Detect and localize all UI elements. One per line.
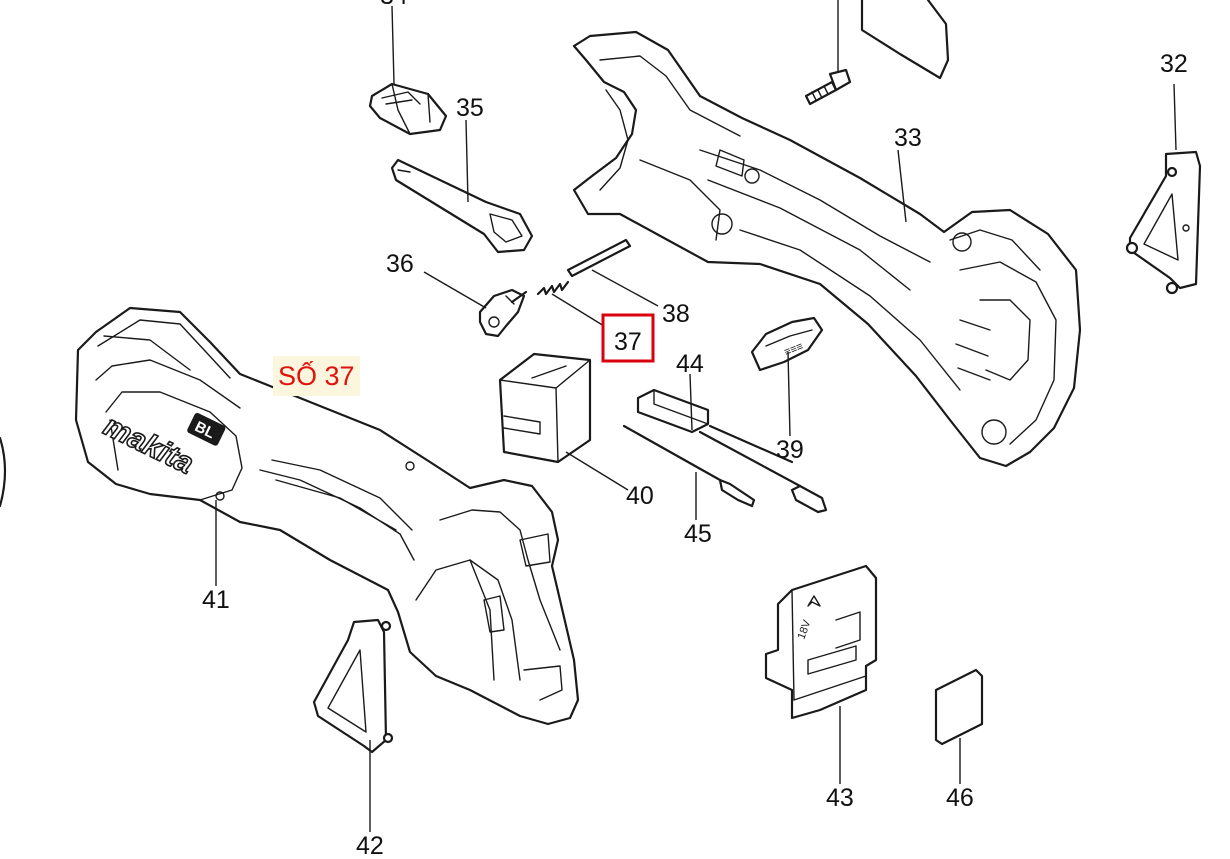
part-35-slide-lever [390, 158, 534, 254]
part-41-left-housing: makita BL [74, 306, 580, 726]
callout-41: 41 [202, 586, 230, 614]
callout-39: 39 [776, 436, 804, 464]
callout-44: 44 [676, 350, 704, 378]
part-number-note: SỐ 37 [273, 356, 360, 396]
part-43-terminal-holder: 18V [764, 564, 878, 720]
part-33-right-housing [572, 30, 1082, 468]
part-36-latch [478, 288, 528, 338]
callout-33: 33 [894, 124, 922, 152]
callout-46: 46 [946, 784, 974, 812]
callout-43: 43 [826, 784, 854, 812]
screw [804, 68, 852, 106]
part-37-spring [536, 280, 570, 296]
callout-32: 32 [1160, 50, 1188, 78]
callout-36: 36 [386, 250, 414, 278]
part-45-wire [622, 424, 828, 514]
part-39-lever-cap: ≡≡≡ [750, 316, 824, 372]
leader-lines [215, 0, 1177, 832]
callout-numbers: 34 35 32 33 36 38 37 44 39 40 45 41 42 4… [202, 0, 1188, 859]
callout-42: 42 [356, 832, 384, 859]
callout-37: 37 [614, 328, 642, 356]
callout-35: 35 [456, 94, 484, 122]
part-46-label-plate [934, 668, 984, 746]
callout-38: 38 [662, 300, 690, 328]
part-42-bracket [312, 618, 394, 754]
callout-37-highlight-box [601, 313, 655, 363]
part-34-switch-button [368, 82, 448, 136]
part-38-pin [566, 238, 632, 278]
callout-45: 45 [684, 520, 712, 548]
callout-40: 40 [626, 482, 654, 510]
cropped-edge-part [0, 436, 7, 508]
top-plate [860, 0, 950, 80]
part-40-block [498, 352, 592, 464]
callout-34: 34 [380, 0, 408, 10]
part-44-capacitor [636, 388, 802, 488]
part-32-bracket [1125, 150, 1202, 295]
